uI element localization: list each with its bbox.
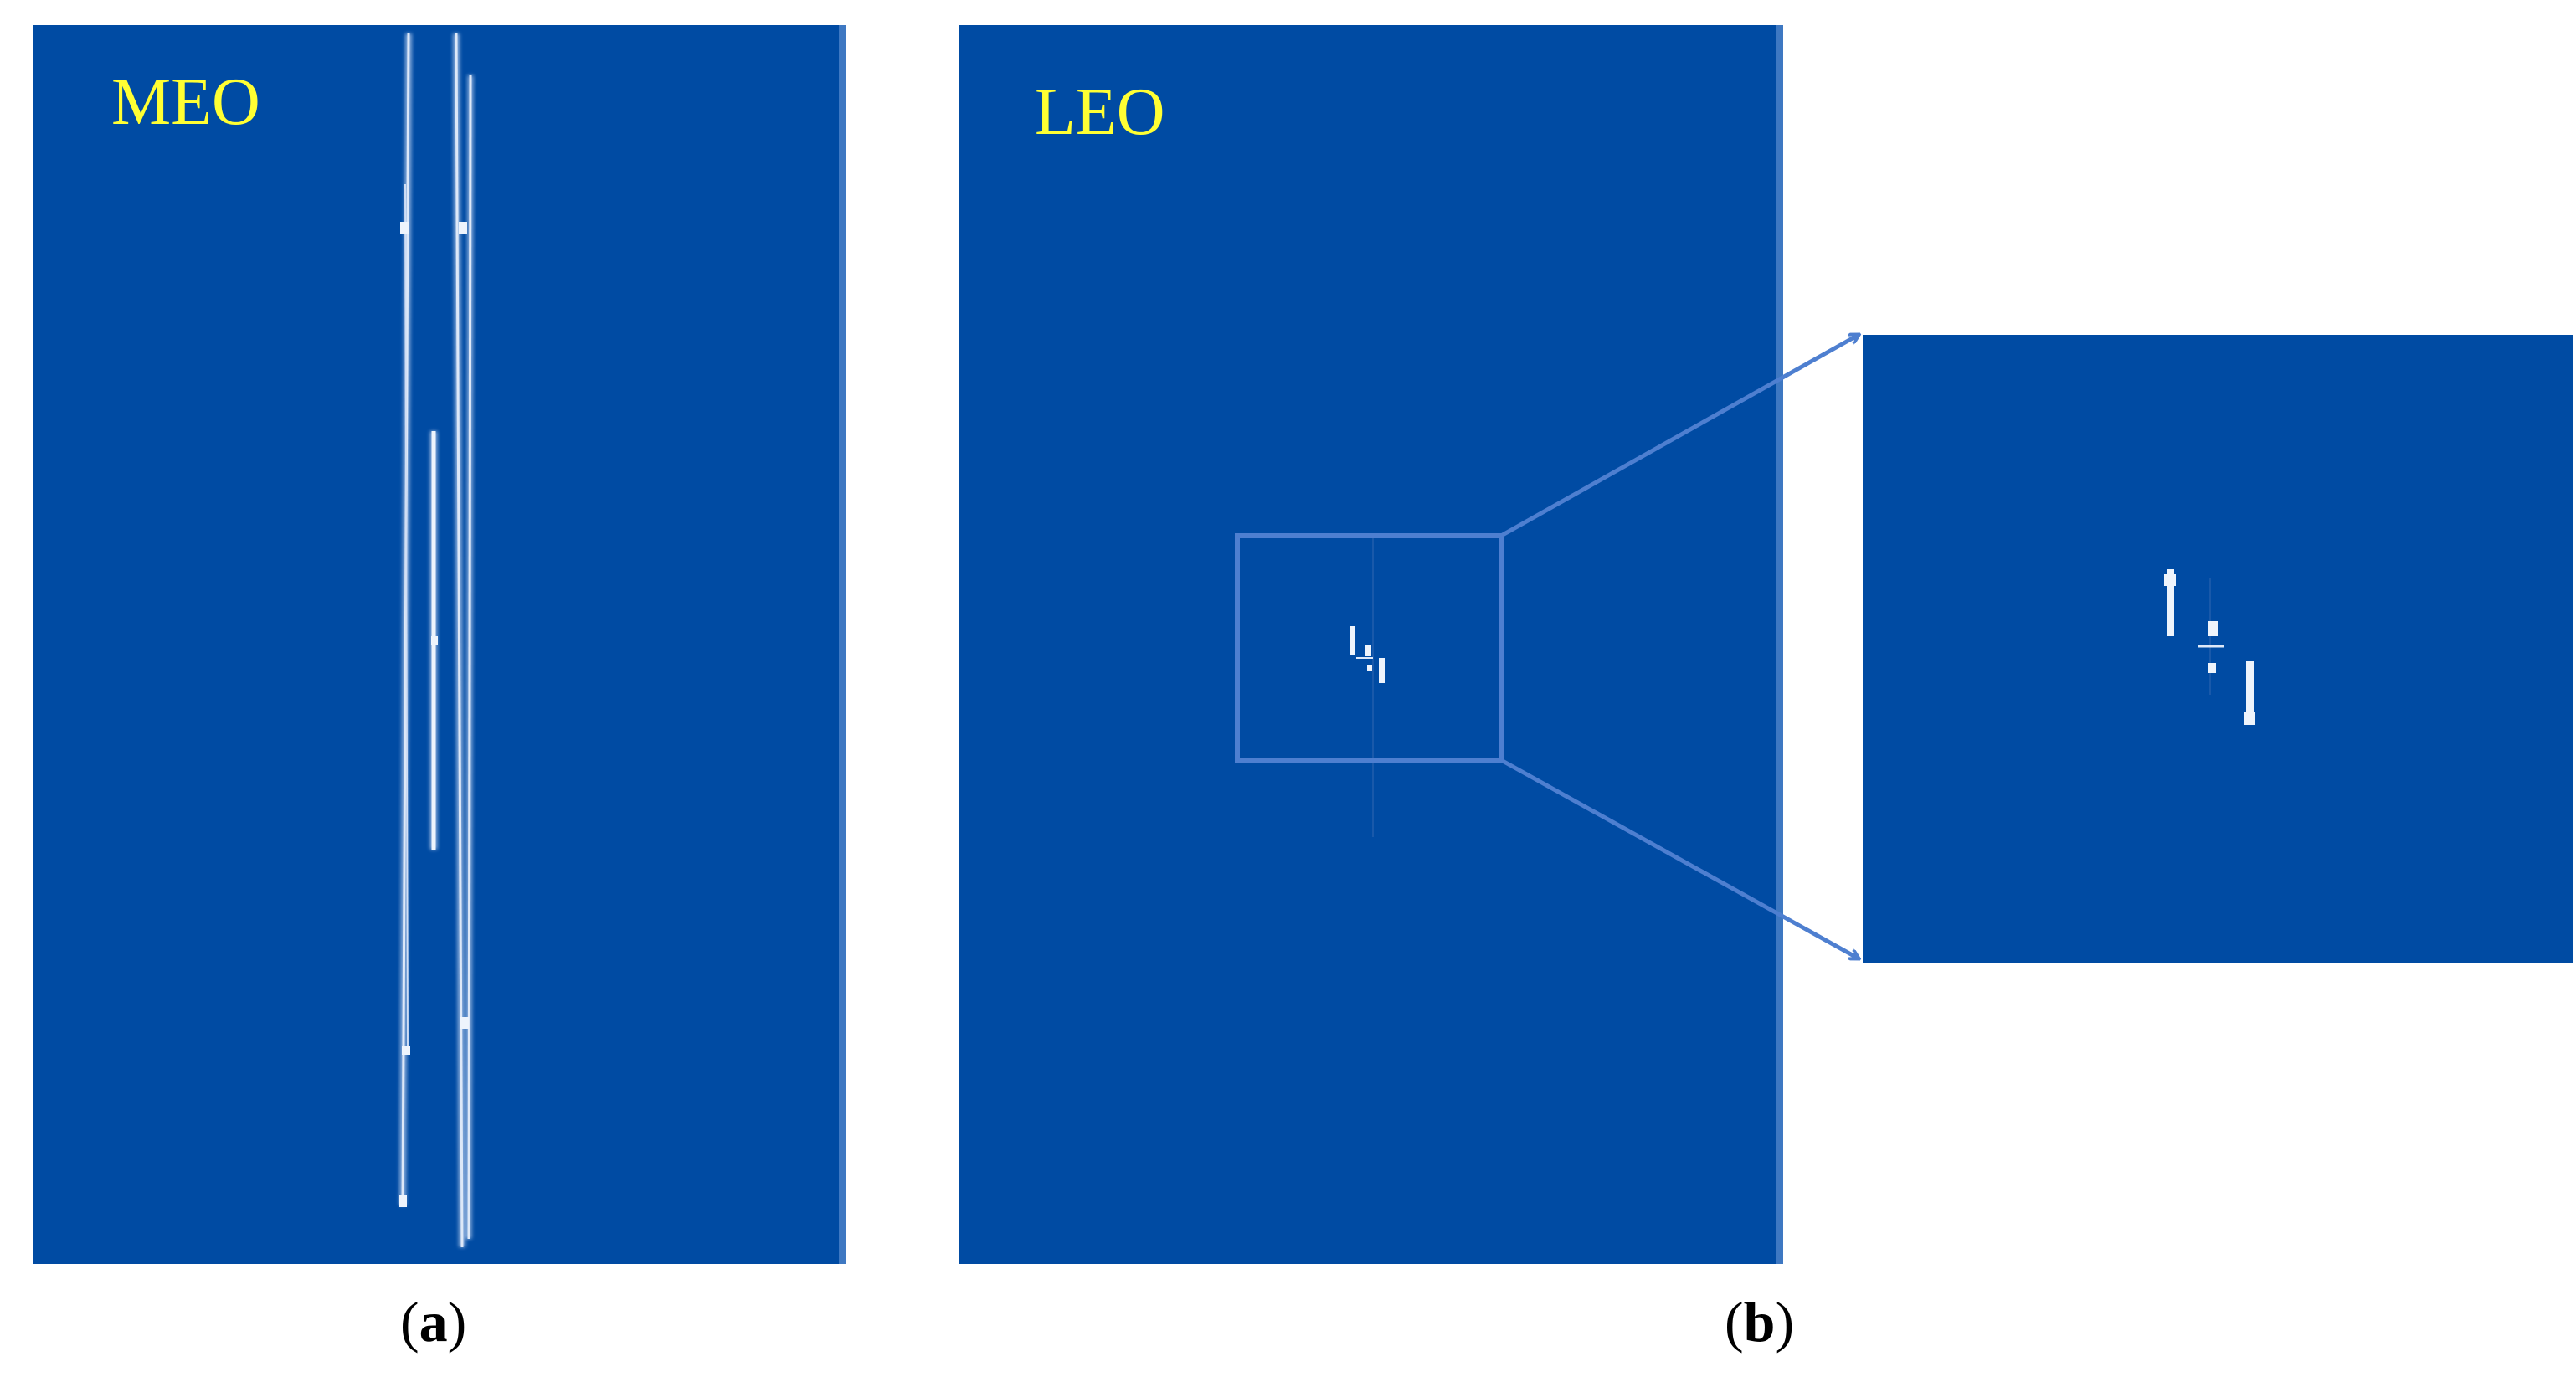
leo-zoom-image-field [1863,335,2573,963]
leo-right-edge [1776,25,1783,1264]
leo-orbit-label: LEO [1035,75,1165,149]
zoom-region-box [1235,533,1504,763]
leo-zoom-inset [1863,335,2573,963]
panel-a-meo: MEO [33,25,846,1264]
zoom-arrow-top [1499,335,1859,538]
panel-b-leo: LEO [959,25,2573,1264]
panel-b-caption-close: ) [1775,1290,1795,1354]
zoom-arrow-bottom [1499,758,1859,958]
panel-a-caption-open: ( [400,1290,419,1354]
panel-b-caption-open: ( [1725,1290,1744,1354]
meo-right-edge [839,25,846,1264]
panel-b-caption: (b) [1725,1293,1794,1350]
meo-image-field [33,25,846,1264]
meo-streak-2 [455,33,464,1248]
panel-a-caption: (a) [400,1293,466,1350]
panel-a-caption-close: ) [447,1290,467,1354]
leo-zoom-target [2164,569,2255,725]
meo-orbit-label: MEO [111,65,260,139]
meo-streak-3 [467,74,472,1240]
leo-target [1350,626,1385,683]
meo-streak-5 [404,183,409,1056]
panel-b-caption-letter: b [1743,1290,1776,1354]
panel-a-caption-letter: a [419,1290,448,1354]
meo-star-streaks [399,33,474,1248]
